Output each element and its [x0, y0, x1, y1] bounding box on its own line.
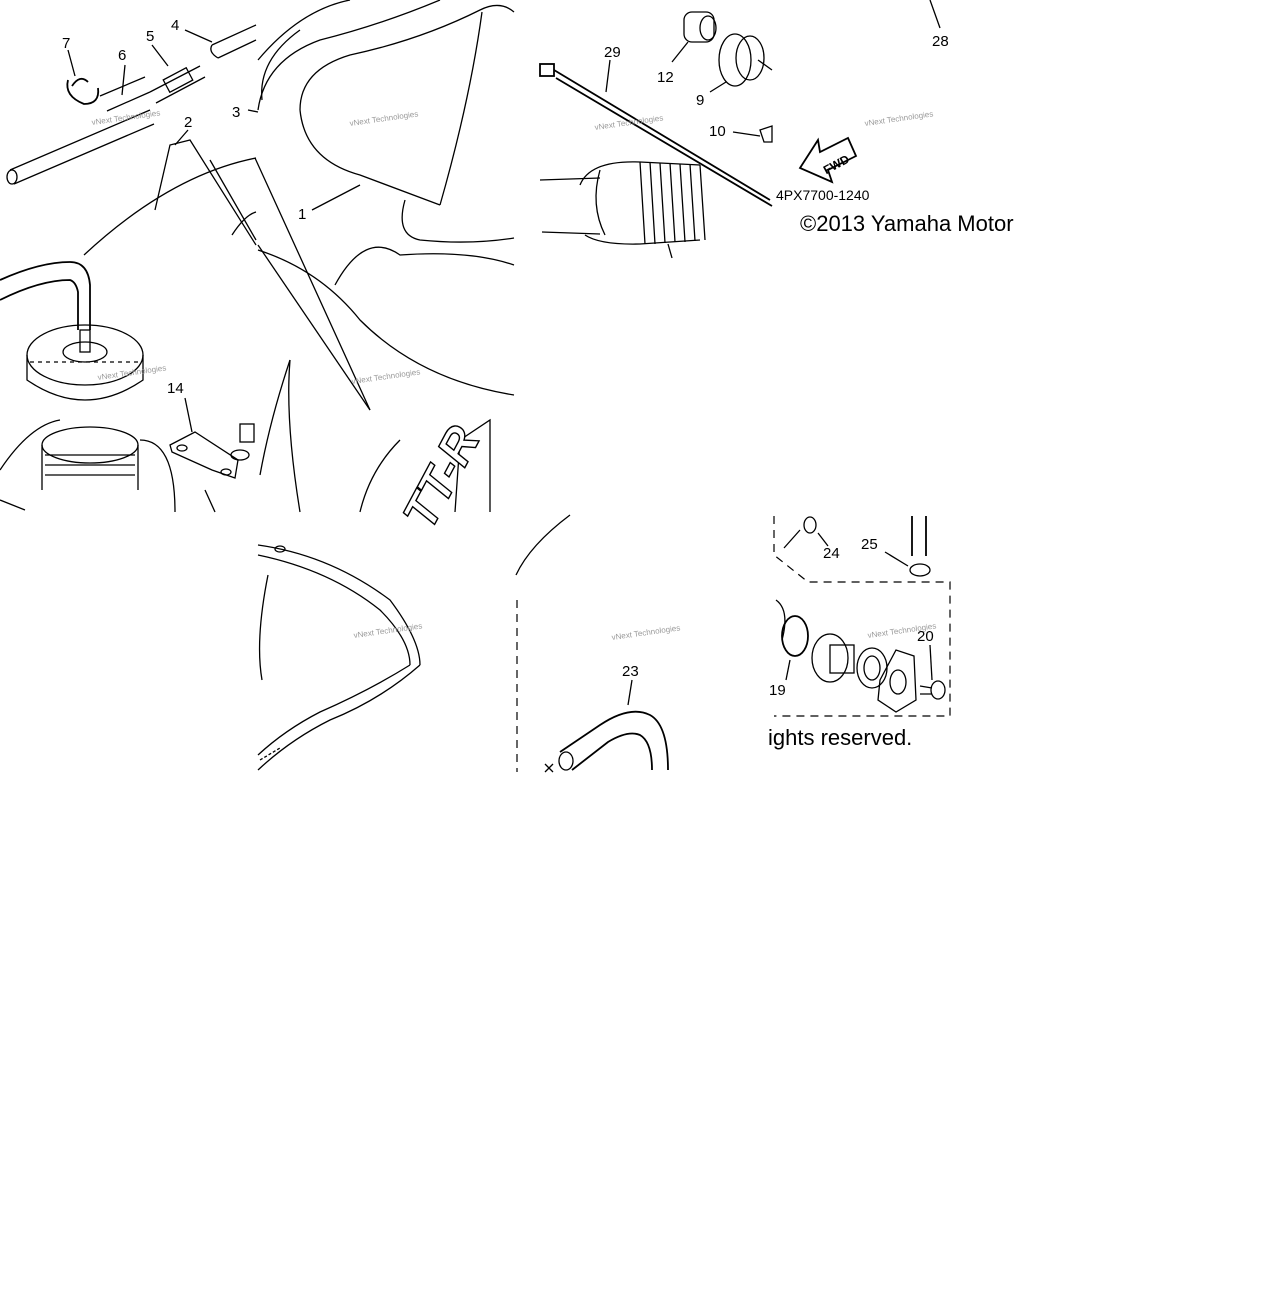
callout-19: 19: [769, 682, 786, 699]
callout-12: 12: [657, 69, 674, 86]
callout-25: 25: [861, 536, 878, 553]
part-code-label: 4PX7700-1240: [776, 187, 870, 203]
callout-9: 9: [696, 92, 704, 109]
callout-6: 6: [118, 47, 126, 64]
fwd-arrow-icon: [798, 136, 858, 184]
callout-28: 28: [932, 33, 949, 50]
tile-petcock: [773, 516, 951, 717]
callout-7: 7: [62, 35, 70, 52]
tile-fuel-hose-and-cap: [0, 24, 257, 513]
callout-14: 14: [167, 380, 184, 397]
callout-5: 5: [146, 28, 154, 45]
copyright-line-2: ights reserved.: [768, 725, 912, 750]
watermark-text: vNext Technologies: [611, 623, 681, 642]
watermark-text: vNext Technologies: [97, 363, 167, 382]
callout-3: 3: [232, 104, 240, 121]
watermark-text: vNext Technologies: [91, 108, 161, 127]
tile-hose-23: [515, 514, 669, 773]
callout-1: 1: [298, 206, 306, 223]
callout-29: 29: [604, 44, 621, 61]
tile-fwd-arrow: [798, 0, 941, 184]
callout-4: 4: [171, 17, 179, 34]
watermark-text: vNext Technologies: [864, 109, 934, 128]
callout-10: 10: [709, 123, 726, 140]
copyright-line-1: ©2013 Yamaha Motor: [800, 211, 1014, 236]
fwd-label: FWD: [821, 152, 852, 177]
tile-grommets-and-tie: [539, 11, 773, 259]
callout-20: 20: [917, 628, 934, 645]
tile-tank-lower: [257, 544, 421, 771]
watermark-text: vNext Technologies: [349, 109, 419, 128]
callout-2: 2: [184, 114, 192, 131]
callout-23: 23: [622, 663, 639, 680]
tank-logo-text: TT-R: [393, 418, 490, 537]
callout-24: 24: [823, 545, 840, 562]
tile-seat-and-tank: [247, 0, 515, 513]
watermark-text: vNext Technologies: [351, 367, 421, 386]
